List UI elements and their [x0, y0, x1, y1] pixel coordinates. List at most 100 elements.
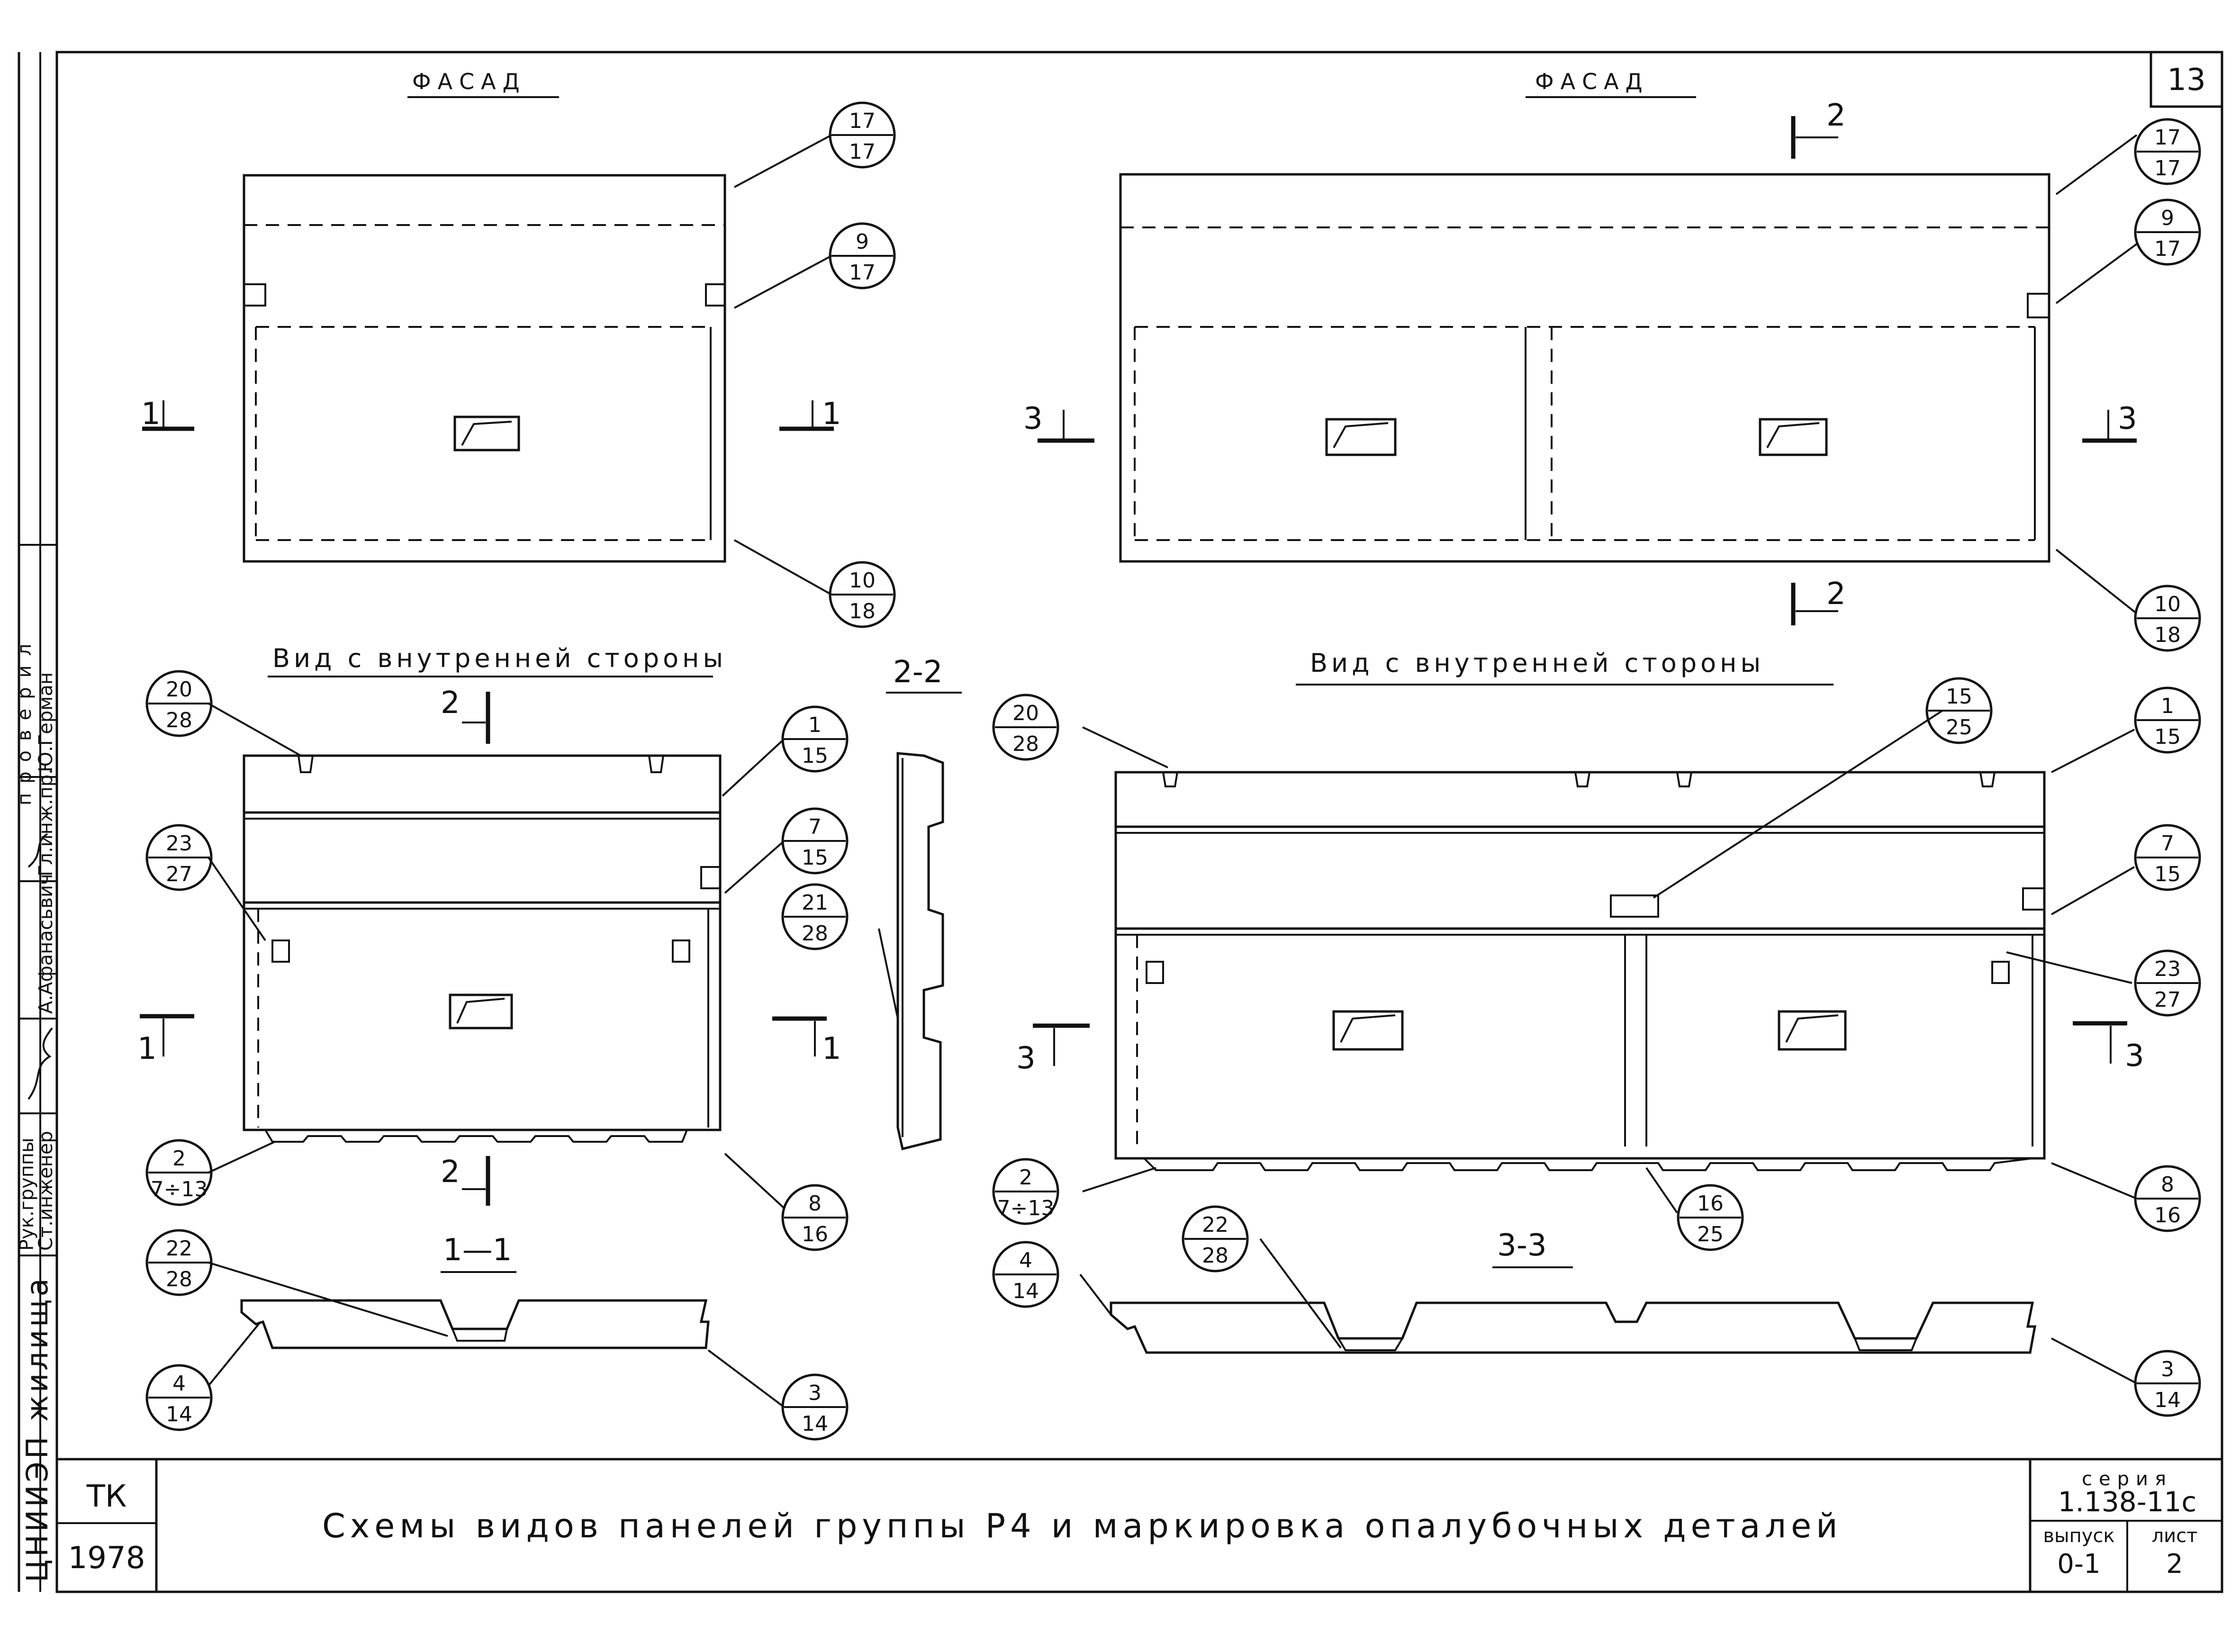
callout-left-23-27: 23 27	[145, 824, 213, 891]
svg-text:23: 23	[166, 831, 192, 856]
svg-text:3: 3	[808, 1381, 822, 1405]
svg-text:2: 2	[1019, 1165, 1032, 1190]
callout-left-3-14: 3 14	[781, 1373, 849, 1441]
callout-left-2-7-13: 2 7÷13	[145, 1139, 213, 1206]
callout-right-9-17: 9 17	[2134, 199, 2201, 266]
svg-text:28: 28	[1012, 732, 1039, 756]
svg-text:3: 3	[2161, 1357, 2174, 1381]
svg-text:9: 9	[856, 230, 869, 254]
svg-text:15: 15	[802, 846, 828, 870]
svg-text:15: 15	[2154, 725, 2181, 749]
side-stamp-role-1: Рук.группы	[16, 1137, 38, 1251]
svg-text:9: 9	[2161, 206, 2174, 230]
callout-right-8-16: 8 16	[2134, 1165, 2201, 1232]
svg-text:1: 1	[808, 713, 822, 737]
right-inner-view-title: Вид с внутренней стороны	[1310, 648, 1764, 678]
svg-text:27: 27	[166, 862, 192, 886]
callout-right-4-14: 4 14	[992, 1241, 1059, 1308]
callout-right-15-25: 15 25	[1925, 677, 1993, 744]
svg-text:15: 15	[802, 744, 828, 768]
callout-left-9-17: 9 17	[829, 222, 896, 289]
left-inner-panel	[243, 754, 722, 1143]
sheet-label: лист	[2152, 1525, 2198, 1547]
svg-text:1: 1	[822, 1031, 841, 1066]
callout-left-4-14: 4 14	[145, 1364, 213, 1431]
right-facade-title: ФАСАД	[1535, 69, 1649, 94]
side-stamp-signature-1	[27, 1027, 53, 1100]
svg-text:3: 3	[1016, 1041, 1036, 1076]
svg-text:2: 2	[1826, 577, 1846, 612]
svg-text:17: 17	[2154, 237, 2181, 261]
right-facade-panel	[1119, 173, 2050, 563]
right-inner-panel	[1114, 771, 2046, 1171]
svg-text:17: 17	[849, 261, 876, 285]
left-inner-section-2-bottom: 2	[441, 1155, 490, 1206]
svg-text:25: 25	[1697, 1222, 1724, 1246]
svg-text:23: 23	[2154, 957, 2181, 981]
left-facade-title: ФАСАД	[412, 69, 526, 94]
svg-text:7÷13: 7÷13	[151, 1177, 208, 1201]
svg-text:17: 17	[2154, 126, 2181, 150]
right-inner-section-3-left: 3	[1016, 1023, 1090, 1076]
issue-label: выпуск	[2043, 1525, 2114, 1547]
section-3-3-title: 3-3	[1497, 1228, 1547, 1263]
svg-text:7: 7	[808, 815, 822, 839]
side-stamp-checked: проверил	[14, 634, 36, 805]
svg-text:28: 28	[166, 1267, 192, 1291]
svg-text:10: 10	[2154, 592, 2181, 616]
svg-text:2: 2	[441, 686, 460, 721]
callout-left-1-15: 1 15	[781, 705, 849, 773]
side-stamp-role-2: Ст.инженер	[35, 1131, 57, 1251]
left-facade-section-1-left: 1	[141, 397, 194, 432]
svg-text:20: 20	[166, 677, 192, 702]
svg-text:7÷13: 7÷13	[997, 1196, 1055, 1220]
svg-text:25: 25	[1946, 715, 1972, 740]
side-stamp-name-1: А.Афанасьвич	[35, 874, 57, 1014]
svg-text:1: 1	[822, 397, 841, 432]
left-leader-lines	[208, 134, 899, 1408]
section-3-3-profile	[1110, 1301, 2036, 1354]
svg-text:7: 7	[2161, 831, 2174, 856]
callout-left-22-28: 22 28	[145, 1229, 213, 1296]
section-1-1-profile	[240, 1299, 710, 1349]
callout-right-17-17: 17 17	[2134, 118, 2201, 185]
right-facade-section-3-right: 3	[2082, 401, 2137, 443]
right-facade-section-2-top: 2	[1791, 98, 1846, 159]
svg-text:27: 27	[2154, 988, 2181, 1012]
sheet-number-box	[2150, 51, 2223, 108]
svg-text:15: 15	[2154, 862, 2181, 886]
series-value: 1.138-11с	[2058, 1486, 2197, 1518]
svg-text:16: 16	[802, 1222, 828, 1246]
svg-text:3: 3	[1023, 401, 1043, 436]
callout-right-10-18: 10 18	[2134, 585, 2201, 652]
right-facade-section-3-left: 3	[1023, 401, 1094, 443]
callout-left-21-28: 21 28	[781, 883, 849, 950]
side-stamp-signature-2	[27, 833, 48, 868]
svg-text:3: 3	[2118, 401, 2137, 436]
svg-text:16: 16	[2154, 1203, 2181, 1228]
left-inner-view-title: Вид с внутренней стороны	[272, 643, 727, 673]
side-stamp-role-3: Гл.инж.пр.	[35, 768, 57, 876]
right-inner-section-3-right: 3	[2073, 1021, 2144, 1074]
side-stamp-name-2: Ю.Герман	[35, 672, 57, 772]
svg-text:1: 1	[141, 397, 161, 432]
section-2-2-title: 2-2	[893, 655, 943, 690]
callout-left-8-16: 8 16	[781, 1184, 849, 1251]
section-3-3-pocket-right	[1854, 1338, 1917, 1351]
left-inner-section-1-left: 1	[137, 1014, 194, 1066]
callout-right-1-15: 1 15	[2134, 686, 2201, 754]
svg-text:8: 8	[2161, 1173, 2174, 1197]
svg-text:17: 17	[2154, 156, 2181, 181]
svg-text:17: 17	[849, 140, 876, 164]
svg-text:18: 18	[2154, 623, 2181, 647]
svg-text:14: 14	[802, 1412, 828, 1436]
svg-text:20: 20	[1012, 701, 1039, 725]
callout-left-10-18: 10 18	[829, 561, 896, 628]
section-2-2-profile	[896, 752, 944, 1151]
callout-right-7-15: 7 15	[2134, 824, 2201, 891]
svg-text:2: 2	[441, 1155, 460, 1190]
title-block-year: 1978	[68, 1541, 145, 1576]
svg-text:14: 14	[2154, 1388, 2181, 1412]
svg-text:28: 28	[802, 921, 828, 946]
svg-text:8: 8	[808, 1192, 822, 1216]
